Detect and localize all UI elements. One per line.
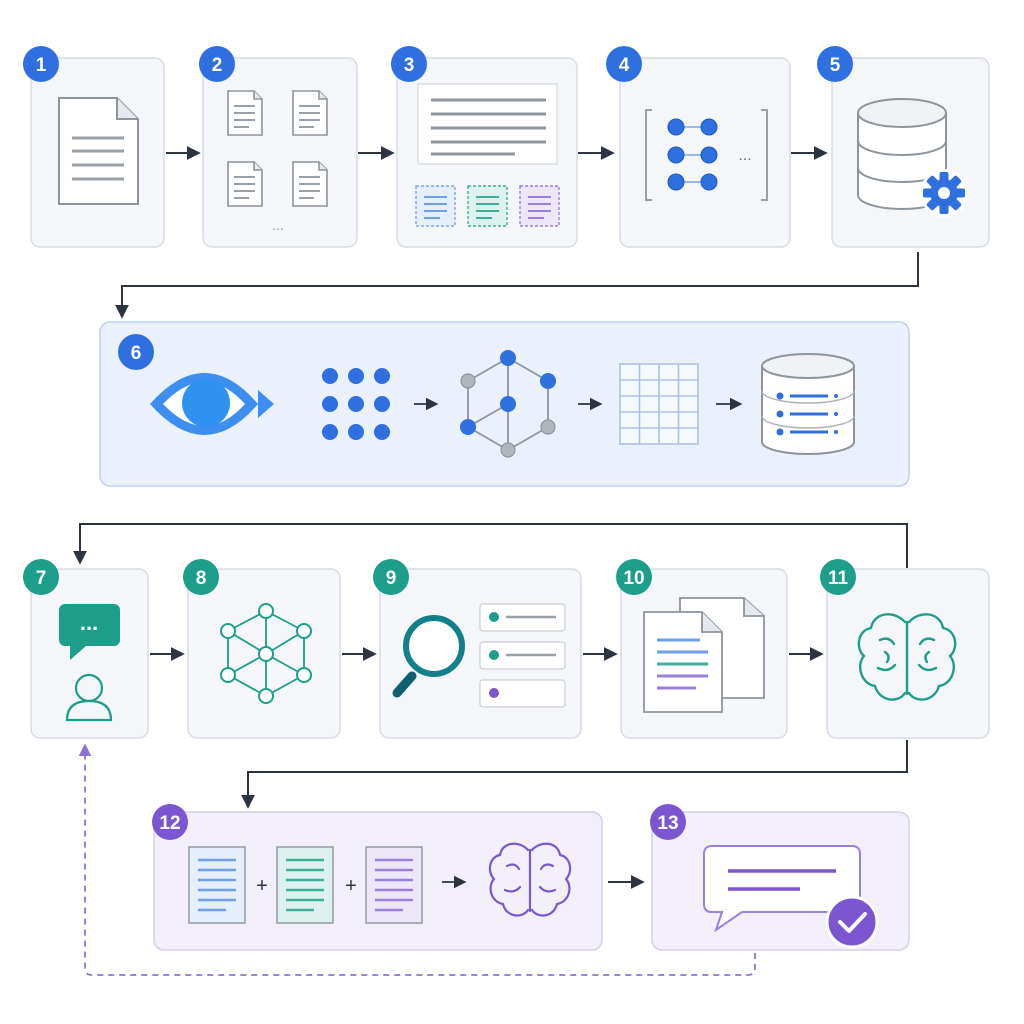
- arrow-11-12: [241, 740, 908, 809]
- svg-text:4: 4: [619, 55, 630, 76]
- step-11-badge: 11: [820, 559, 856, 595]
- step-2-ellipsis: ...: [272, 217, 284, 233]
- small-document-icon: [292, 90, 328, 136]
- svg-text:3: 3: [404, 55, 415, 76]
- arrow-5-6: [115, 252, 919, 319]
- svg-text:1: 1: [36, 55, 47, 76]
- step-2-badge: 2: [199, 46, 235, 82]
- step-7-card[interactable]: [30, 568, 149, 739]
- user-chat-icon: ...: [59, 604, 120, 722]
- chat-dots: ...: [80, 610, 98, 635]
- eye-icon: [150, 373, 274, 435]
- step-1-badge: 1: [23, 46, 59, 82]
- step-7-badge: 7: [23, 559, 59, 595]
- small-document-icon: [227, 161, 263, 207]
- step-5-badge: 5: [817, 46, 853, 82]
- embedding-vectors-icon: ...: [645, 109, 768, 201]
- plus-sign: +: [345, 875, 357, 897]
- source-text-block: [417, 83, 558, 165]
- vector-index-database-icon: [761, 353, 855, 455]
- small-document-icon: [227, 90, 263, 136]
- knowledge-graph-icon: [460, 350, 556, 458]
- dot-grid-icon: [322, 368, 390, 440]
- small-document-icon: [292, 161, 328, 207]
- step-10-badge: 10: [616, 559, 652, 595]
- svg-text:6: 6: [131, 343, 142, 364]
- checkmark-icon: [825, 895, 879, 949]
- brain-icon: [857, 613, 957, 701]
- result-row: [479, 679, 566, 708]
- svg-text:7: 7: [36, 568, 47, 589]
- magnifier-icon: [392, 615, 465, 698]
- table-grid-icon: [619, 363, 699, 445]
- graph-network-icon: [220, 603, 312, 704]
- svg-text:2: 2: [212, 55, 223, 76]
- step-4-ellipsis: ...: [738, 147, 751, 164]
- feedback-loop-13-7: [78, 743, 756, 976]
- svg-text:13: 13: [657, 813, 678, 834]
- svg-text:5: 5: [830, 55, 841, 76]
- retrieved-documents-icon: [643, 597, 765, 713]
- user-icon: [65, 673, 113, 722]
- step-12-badge: 12: [152, 804, 188, 840]
- chat-bubble-icon: ...: [59, 604, 120, 660]
- verified-answer-icon: [703, 845, 879, 949]
- svg-text:8: 8: [196, 568, 207, 589]
- search-results-icon: [392, 603, 566, 708]
- plus-sign: +: [256, 875, 268, 897]
- step-4-badge: 4: [606, 46, 642, 82]
- left-bracket: [645, 109, 652, 201]
- result-row: [479, 641, 566, 670]
- answer-bubble-icon: [703, 845, 861, 933]
- chunk-blue: [415, 185, 456, 227]
- svg-text:10: 10: [623, 568, 644, 589]
- multiple-documents-icon: ...: [227, 90, 328, 233]
- step-3-badge: 3: [391, 46, 427, 82]
- llm-brain-icon: [488, 842, 572, 917]
- vision-to-index-pipeline: [150, 350, 855, 458]
- step-8-badge: 8: [183, 559, 219, 595]
- svg-text:9: 9: [386, 568, 397, 589]
- database-gear-icon: [857, 98, 968, 217]
- context-document-teal: [276, 846, 334, 924]
- step-9-badge: 9: [373, 559, 409, 595]
- right-bracket: [761, 109, 768, 201]
- connectors: [73, 146, 919, 889]
- svg-text:12: 12: [159, 813, 180, 834]
- chunk-teal: [467, 185, 508, 227]
- context-document-blue: [188, 846, 246, 924]
- arrow-6-7: [73, 523, 908, 568]
- step-badges: 1 2 3 4 5 6 7 8 9 10 11 12 13: [23, 46, 856, 840]
- context-document-purple: [365, 846, 423, 924]
- context-combination-icon: + +: [188, 842, 572, 924]
- document-icon: [58, 97, 139, 205]
- gear-icon: [920, 169, 968, 217]
- text-chunks-icon: [415, 83, 560, 227]
- chunk-purple: [519, 185, 560, 227]
- step-13-badge: 13: [650, 804, 686, 840]
- result-row: [479, 603, 566, 632]
- svg-text:11: 11: [828, 568, 849, 589]
- step-6-badge: 6: [118, 334, 154, 370]
